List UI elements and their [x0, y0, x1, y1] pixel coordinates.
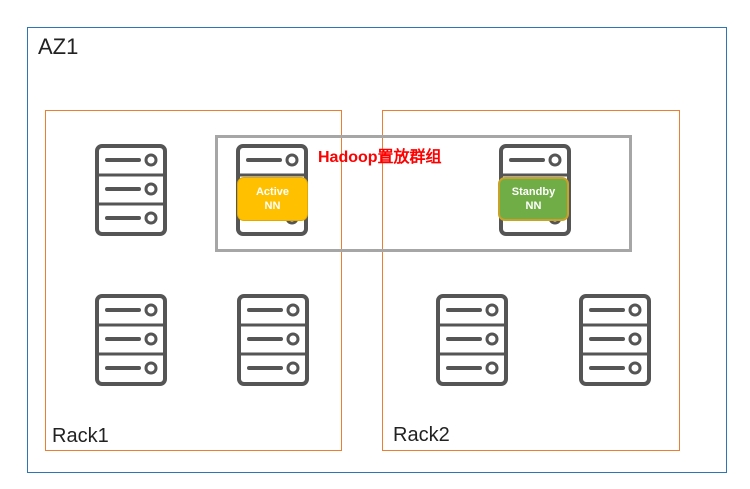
server-icon: [237, 294, 309, 386]
placement-group-label: Hadoop置放群组: [318, 149, 442, 166]
server-icon: [436, 294, 508, 386]
rack2-box: [382, 110, 680, 451]
rack1-box: [45, 110, 342, 451]
az-label: AZ1: [38, 34, 79, 59]
active-namenode-badge: Active NN: [237, 177, 308, 221]
server-icon: [95, 294, 167, 386]
server-icon: [579, 294, 651, 386]
active-nn-line2: NN: [264, 200, 281, 212]
active-nn-line1: Active: [255, 186, 290, 198]
availability-zone-box: [27, 27, 727, 473]
placement-group-box: [215, 135, 632, 252]
rack2-label: Rack2: [393, 424, 450, 446]
standby-nn-line1: Standby: [511, 186, 556, 198]
rack1-label: Rack1: [52, 425, 109, 447]
standby-namenode-badge: Standby NN: [498, 177, 569, 221]
server-icon: [95, 144, 167, 236]
standby-nn-line2: NN: [525, 200, 542, 212]
